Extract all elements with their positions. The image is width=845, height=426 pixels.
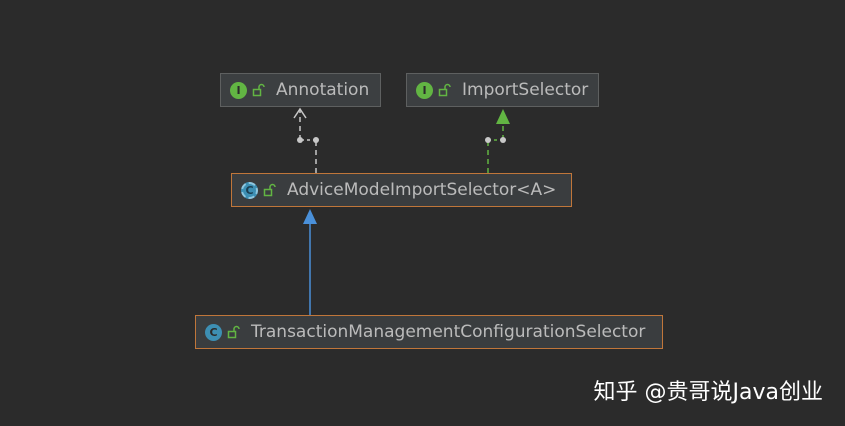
node-label: TransactionManagementConfigurationSelect… — [251, 321, 646, 342]
node-label: AdviceModeImportSelector<A> — [287, 179, 557, 200]
abstract-class-icon: C — [241, 181, 258, 199]
interface-icon: I — [416, 81, 433, 99]
diagram-node-advice-mode-import-selector[interactable]: C AdviceModeImportSelector<A> — [231, 173, 572, 207]
diagram-node-import-selector[interactable]: I ImportSelector — [406, 73, 599, 107]
node-label: ImportSelector — [462, 79, 589, 100]
edge-advice-to-import-selector — [485, 109, 510, 173]
diagram-node-transaction-management-configuration-selector[interactable]: C TransactionManagementConfigurationSele… — [195, 315, 663, 349]
class-icon: C — [205, 323, 222, 341]
diagram-node-annotation[interactable]: I Annotation — [220, 73, 381, 107]
edge-joint-dot — [297, 137, 303, 143]
edge-joint-dot — [500, 137, 506, 143]
extends-arrowhead — [303, 209, 317, 224]
edge-joint-dot — [313, 137, 319, 143]
open-arrowhead — [293, 107, 307, 119]
unlocked-icon — [438, 83, 451, 97]
unlocked-icon — [252, 83, 265, 97]
implements-arrowhead — [496, 109, 510, 124]
interface-icon: I — [230, 81, 247, 99]
unlocked-icon — [227, 325, 240, 339]
watermark: 知乎 @贵哥说Java创业 — [593, 380, 823, 405]
edge-joint-dot — [485, 137, 491, 143]
unlocked-icon — [263, 183, 276, 197]
edge-transaction-to-advice — [303, 209, 317, 315]
edge-advice-to-annotation — [293, 107, 319, 173]
node-label: Annotation — [276, 79, 370, 100]
